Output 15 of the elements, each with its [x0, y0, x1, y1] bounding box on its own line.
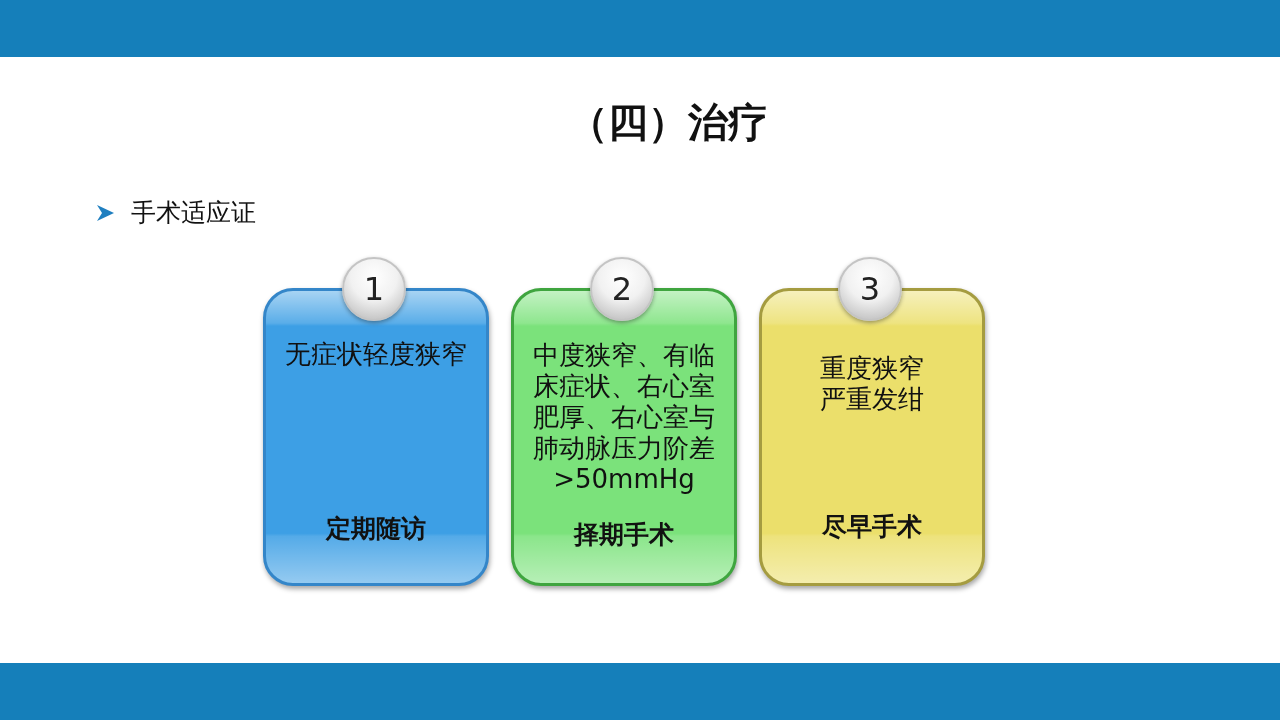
step-number: 3 — [859, 271, 881, 307]
condition-text: 严重发绀 — [819, 384, 925, 415]
slide-title: （四）治疗 — [567, 98, 769, 147]
number-badge — [838, 257, 902, 321]
treatment-text: 择期手术 — [574, 519, 674, 550]
treatment-text: 尽早手术 — [822, 511, 922, 542]
number-badge — [342, 257, 406, 321]
treatment-text: 定期随访 — [326, 513, 426, 544]
condition-text: 无症状轻度狭窄 — [284, 339, 468, 370]
step-number: 2 — [611, 271, 633, 307]
bullet-text: 手术适应证 — [131, 197, 256, 229]
condition-text: 重度狭窄 — [819, 353, 925, 384]
step-number: 1 — [363, 271, 385, 307]
condition-text: 中度狭窄、有临床症状、右心室肥厚、右心室与肺动脉压力阶差>50mmHg — [532, 340, 716, 495]
number-badge — [590, 257, 654, 321]
